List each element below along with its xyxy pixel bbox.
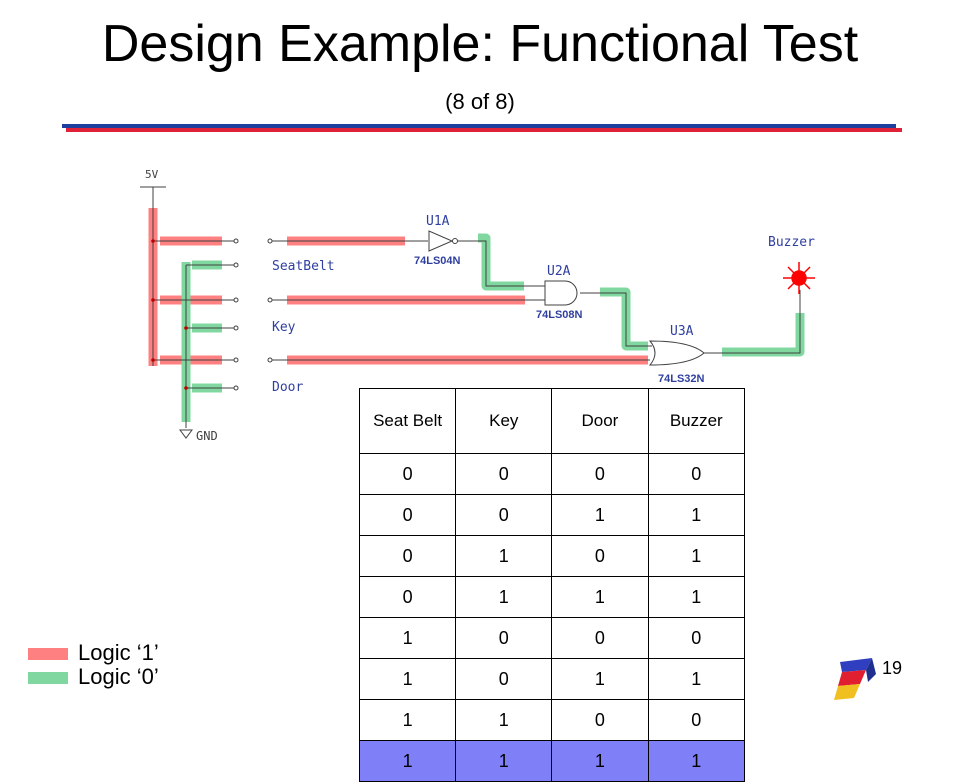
table-cell: 1 [455,699,553,741]
wiring [140,186,801,428]
and-gate [544,280,578,306]
legend-logic0-swatch [28,672,68,684]
gate-part-u1a: 74LS04N [414,255,461,267]
switch-label-door: Door [272,380,303,395]
gate-ref-u2a: U2A [547,264,571,279]
table-cell: 0 [455,494,553,536]
table-cell: 0 [455,658,553,700]
table-cell: 0 [358,494,457,536]
table-cell: 1 [647,658,746,700]
output-label-buzzer: Buzzer [768,235,815,250]
slide-subtitle: (8 of 8) [445,89,515,114]
table-cell: 0 [358,453,457,495]
title-divider-blue [62,124,896,128]
legend-logic1-label: Logic ‘1’ [78,640,159,665]
supply-label: 5V [145,168,159,181]
table-cell: 1 [358,740,457,782]
table-cell: 0 [358,535,457,577]
header-door: Door [551,388,649,454]
table-cell: 1 [647,740,746,782]
junction-dots [151,239,188,390]
table-cell: 1 [551,494,649,536]
table-cell: 0 [647,699,746,741]
header-buzzer: Buzzer [647,388,746,454]
ground-symbol [179,429,193,439]
table-cell: 1 [551,658,649,700]
switch-label-seatbelt: SeatBelt [272,259,335,274]
buzzer-lamp [783,262,815,294]
table-cell: 1 [358,658,457,700]
table-cell: 1 [551,740,649,782]
table-cell: 1 [455,740,553,782]
table-cell: 0 [647,453,746,495]
header-seat-belt: Seat Belt [358,388,457,454]
table-cell: 0 [647,617,746,659]
table-cell: 1 [455,576,553,618]
title-divider-red [66,128,902,132]
table-cell: 0 [455,617,553,659]
table-cell: 1 [358,617,457,659]
logo-icon [834,658,876,700]
or-gate [648,340,705,366]
switch-label-key: Key [272,320,296,335]
table-cell: 0 [551,699,649,741]
legend-logic1-swatch [28,648,68,660]
page-number: 19 [882,658,903,678]
table-cell: 0 [358,576,457,618]
truth-table-header: Seat Belt Key Door Buzzer [358,388,746,454]
ground-label: GND [196,429,218,443]
circuit-schematic: 5V GND SeatBelt Key Door U1A 74LS04N U2A… [140,168,815,443]
gate-ref-u3a: U3A [670,324,694,339]
table-cell: 0 [551,535,649,577]
header-key: Key [455,388,553,454]
table-cell: 1 [647,576,746,618]
table-cell: 1 [647,494,746,536]
table-cell: 0 [551,617,649,659]
table-cell: 0 [551,453,649,495]
legend-logic0-label: Logic ‘0’ [78,664,159,689]
gate-ref-u1a: U1A [426,214,450,229]
gate-part-u3a: 74LS32N [658,373,705,385]
inverter-gate [428,230,458,252]
table-cell: 0 [455,453,553,495]
table-cell: 1 [358,699,457,741]
table-cell: 1 [455,535,553,577]
slide-title: Design Example: Functional Test [101,15,859,73]
table-cell: 1 [647,535,746,577]
gate-part-u2a: 74LS08N [536,309,583,321]
table-cell: 1 [551,576,649,618]
